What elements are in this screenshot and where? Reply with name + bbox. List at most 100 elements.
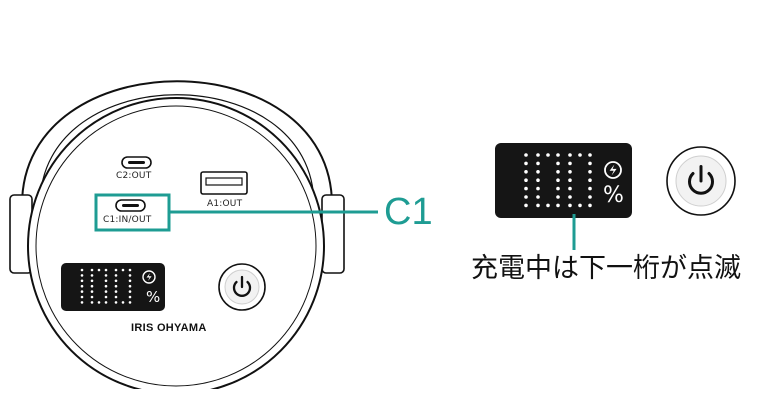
display-dot (114, 279, 118, 283)
display-dot (568, 161, 572, 166)
display-dot (588, 203, 592, 208)
charging-bolt-icon (604, 161, 622, 179)
display-dot (524, 195, 528, 199)
display-dot (80, 290, 84, 293)
display-dot (128, 295, 132, 299)
display-dot (121, 301, 125, 304)
display-dot (536, 203, 540, 208)
display-dot (114, 295, 118, 299)
display-dot (90, 290, 94, 293)
display-dot (128, 268, 132, 272)
display-dot (90, 284, 94, 288)
port-label-c2: C2:OUT (116, 171, 152, 181)
display-dot (524, 186, 528, 191)
display-dot (80, 268, 84, 272)
display-dot (128, 284, 132, 288)
display-closeup-unit: % (603, 183, 624, 208)
display-dot (546, 153, 550, 157)
display-dot (588, 178, 592, 182)
display-closeup (495, 143, 632, 218)
display-dot (556, 161, 560, 166)
display-dot (80, 279, 84, 283)
display-dot (97, 301, 101, 304)
display-dot (556, 186, 560, 191)
display-dot (121, 268, 125, 272)
display-dot (114, 301, 118, 304)
display-dot (80, 274, 84, 277)
display-dot (536, 161, 540, 166)
display-dot (114, 274, 118, 277)
display-dot (128, 279, 132, 283)
brand-logo: IRIS OHYAMA (131, 322, 207, 334)
display-dot (536, 195, 540, 199)
display-dot (90, 295, 94, 299)
callout-label: C1 (384, 191, 433, 233)
display-dot (556, 203, 560, 208)
device-face-inner (35, 105, 317, 387)
display-dot (524, 161, 528, 166)
blink-note: 充電中は下一桁が点滅 (471, 253, 741, 284)
display-dot (524, 203, 528, 208)
display-dot (568, 186, 572, 191)
display-closeup-digits (524, 153, 592, 208)
power-icon (232, 280, 252, 297)
port-label-c1: C1:IN/OUT (103, 215, 152, 225)
display-dot (104, 274, 108, 277)
display-dot (524, 170, 528, 174)
display-dot (90, 301, 94, 304)
display-dot (104, 295, 108, 299)
display-dot (536, 170, 540, 174)
display-dot (524, 178, 528, 182)
device-display (61, 263, 165, 311)
display-dot (578, 153, 582, 157)
display-dot (536, 178, 540, 182)
display-dot (104, 268, 108, 272)
display-dot (536, 153, 540, 157)
right-hinge (321, 194, 345, 274)
display-dot (588, 195, 592, 199)
display-dot (104, 284, 108, 288)
device-display-unit: % (146, 288, 161, 306)
display-dot (90, 274, 94, 277)
charging-bolt-icon (142, 270, 156, 284)
display-dot (556, 178, 560, 182)
closeup-power-button (666, 146, 736, 216)
display-dot (114, 290, 118, 293)
display-dot (104, 279, 108, 283)
display-dot (97, 268, 101, 272)
display-dot (128, 290, 132, 293)
display-dot (80, 295, 84, 299)
display-dot (546, 203, 550, 208)
device-face (27, 97, 325, 394)
display-dot (90, 279, 94, 283)
display-dot (588, 186, 592, 191)
display-dot (568, 153, 572, 157)
display-dot (588, 153, 592, 157)
port-label-a1: A1:OUT (207, 199, 243, 209)
display-dot (80, 284, 84, 288)
display-dot (104, 301, 108, 304)
display-dot (568, 178, 572, 182)
display-dot (556, 195, 560, 199)
display-dot (568, 195, 572, 199)
display-dot (568, 170, 572, 174)
display-dot (128, 301, 132, 304)
display-dot (588, 170, 592, 174)
power-icon (688, 172, 714, 195)
display-dot (80, 301, 84, 304)
display-dot (568, 203, 572, 208)
display-dot (556, 170, 560, 174)
display-dot (524, 153, 528, 157)
display-dot (90, 268, 94, 272)
display-dot (588, 161, 592, 166)
handle-inner (39, 94, 315, 206)
display-dot (556, 153, 560, 157)
display-dot (536, 186, 540, 191)
display-dot (104, 290, 108, 293)
display-dot (114, 284, 118, 288)
display-dot (578, 203, 582, 208)
display-dot (114, 268, 118, 272)
device-power-button (218, 263, 266, 311)
